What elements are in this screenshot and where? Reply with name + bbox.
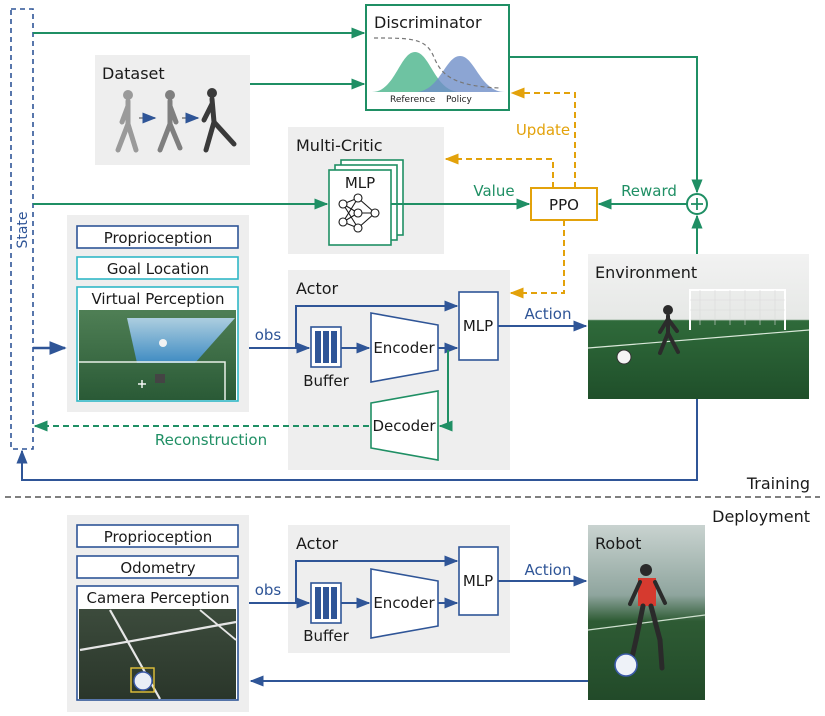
deployment-mlp-label: MLP [463,572,493,590]
deployment-encoder-block [370,568,439,639]
goal-location-label: Goal Location [107,260,209,278]
ball-icon [159,339,167,347]
decoder-block [370,390,439,461]
camera-perception-label: Camera Perception [87,589,230,607]
deployment-encoder-label: Encoder [373,594,435,612]
deployment-actor-panel: Actor Buffer Encoder MLP [288,525,510,653]
training-action-label: Action [525,305,572,323]
reference-label: Reference [390,95,436,105]
value-label: Value [473,182,514,200]
environment-robot-icon [658,305,680,355]
multi-critic-title: Multi-Critic [296,136,383,155]
deployment-input-panel: Proprioception Odometry Camera Perceptio… [67,515,249,712]
discriminator-to-sum-arrow [509,56,703,194]
environment-ball-icon [616,349,632,365]
robot-panel: Robot [587,525,706,700]
deployment-bypass-arrow [295,555,459,603]
update-label: Update [516,121,570,139]
state-label: State [15,211,31,248]
detection-box [130,667,155,693]
neural-network-icon [338,193,380,233]
training-actor-title: Actor [296,279,339,298]
decision-boundary [373,37,501,89]
ppo-block: PPO [530,187,598,221]
odometry-label: Odometry [120,559,195,577]
dataset-humanoid-1 [115,90,139,153]
training-mlp-block [458,291,499,361]
discriminator-block: Discriminator Reference Policy [365,4,510,111]
reward-sum-node [686,193,708,215]
deployment-mlp-block [458,546,499,616]
camera-ball-icon [133,671,153,691]
ppo-label: PPO [549,196,579,214]
update-discriminator-arrow [510,87,576,188]
deployment-actor-title: Actor [296,534,339,553]
training-section-label: Training [746,474,810,493]
camera-perception-image [79,609,236,699]
environment-feedback-arrow [16,399,698,481]
training-encoder-block [370,312,439,383]
robot-ball-icon [614,653,638,677]
robot-humanoid-icon [627,564,667,671]
dataset-humanoid-3 [201,88,237,153]
robot-title: Robot [595,534,641,553]
training-buffer-label: Buffer [303,372,349,390]
deployment-proprioception-label: Proprioception [104,528,213,546]
policy-distribution [415,56,505,92]
training-encoder-label: Encoder [373,339,435,357]
decoder-label: Decoder [372,417,436,435]
training-mlp-label: MLP [463,317,493,335]
discriminator-title: Discriminator [374,13,482,32]
training-proprioception-label: Proprioception [104,229,213,247]
encoder-to-decoder-arrow [438,350,453,432]
dataset-title: Dataset [102,64,165,83]
deployment-section-label: Deployment [712,507,810,526]
virtual-perception-label: Virtual Perception [91,290,224,308]
deployment-buffer-label: Buffer [303,627,349,645]
dataset-humanoid-2 [157,90,183,153]
training-bypass-arrow [295,300,459,348]
reconstruction-label: Reconstruction [155,431,267,449]
environment-panel: Environment [587,254,810,399]
training-obs-label: obs [255,326,282,344]
training-actor-panel: Actor Buffer Encoder MLP Decoder [288,270,510,470]
deployment-obs-label: obs [255,581,282,599]
deployment-action-label: Action [525,561,572,579]
environment-title: Environment [595,263,697,282]
multi-critic-panel: Multi-Critic MLP [288,127,444,254]
critic-mlp-label: MLP [345,174,375,192]
robot-marker-icon [155,374,165,383]
update-actor-arrow [509,220,565,299]
update-critic-arrow [444,153,554,188]
policy-label: Policy [446,95,473,105]
dataset-panel: Dataset [95,55,250,165]
training-input-panel: Proprioception Goal Location Virtual Per… [67,215,249,412]
reward-label: Reward [621,182,677,200]
state-column: State [10,8,34,450]
